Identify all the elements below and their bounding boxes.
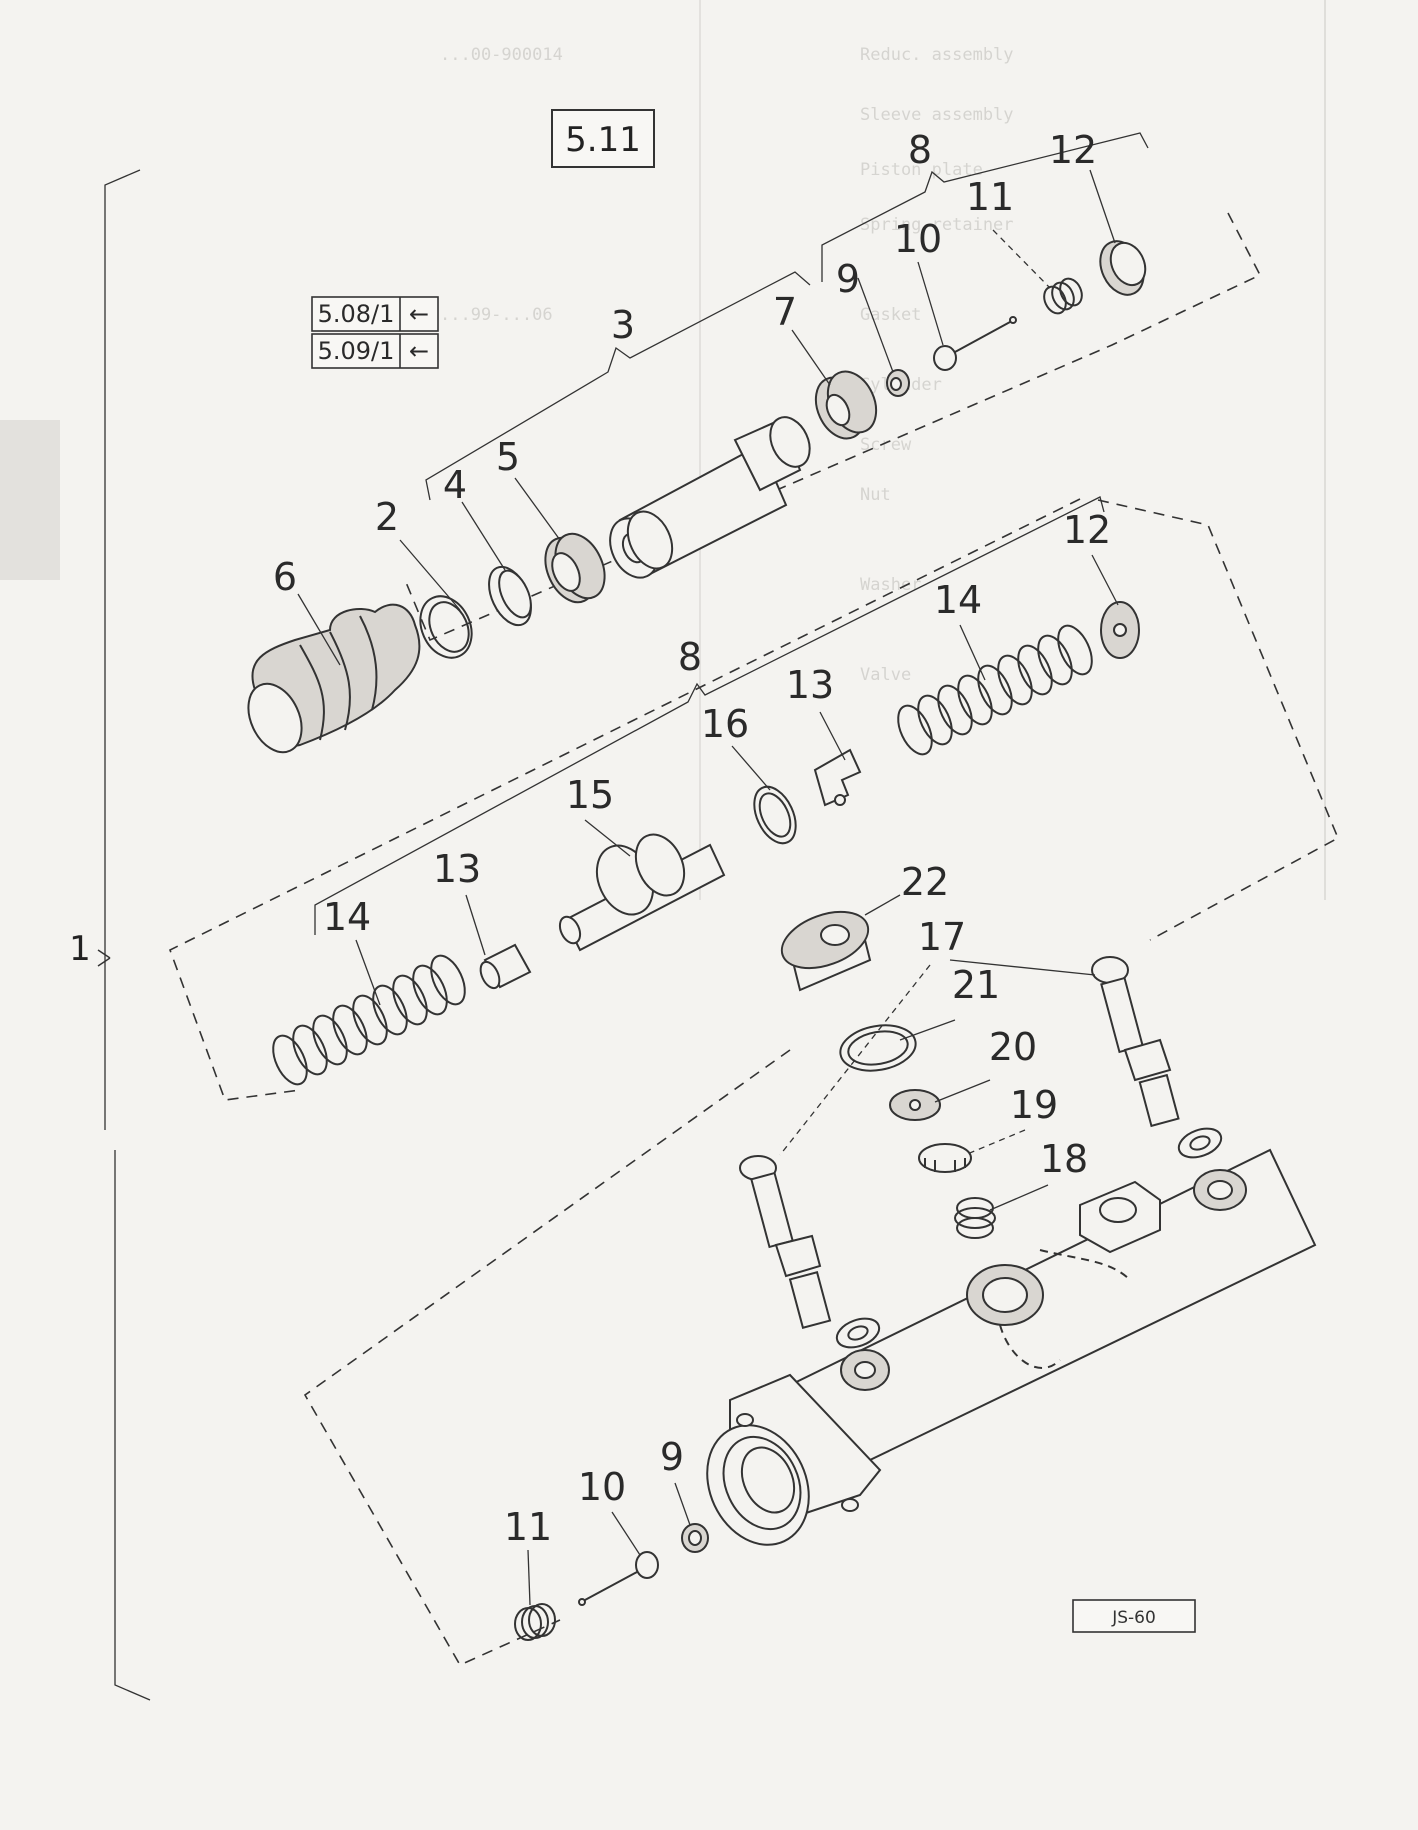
label-5: 5 [496, 435, 520, 479]
svg-text:Piston plate: Piston plate [860, 160, 983, 180]
cross-ref-label: 5.08/1 [318, 300, 395, 328]
label-18: 18 [1040, 1137, 1088, 1181]
svg-text:...99-...06: ...99-...06 [440, 305, 553, 325]
label-8-upper: 8 [908, 128, 932, 172]
cap-part-lower [1100, 601, 1140, 659]
label-6: 6 [273, 555, 297, 599]
svg-text:Reduc. assembly: Reduc. assembly [860, 45, 1014, 65]
label-19: 19 [1010, 1083, 1058, 1127]
valve-stem-part-lower [578, 1551, 659, 1606]
bleed-screw-part-left [739, 1155, 832, 1329]
kit-outline-middle [169, 498, 1340, 1101]
inner-piston-part [558, 833, 726, 952]
bleed-through-text: Reduc. assembly Sleeve assembly Piston p… [440, 0, 1326, 900]
seal-ring-part [753, 785, 797, 845]
circlip-part [419, 595, 473, 659]
label-15: 15 [566, 773, 614, 817]
check-cage-part [918, 1143, 972, 1173]
brace-3 [425, 271, 811, 501]
nut-part-lower [681, 1523, 709, 1553]
assembly-marker: 1 [69, 929, 91, 969]
drawing-code: JS-60 [1111, 1608, 1156, 1628]
washer-part-right [1177, 1127, 1223, 1159]
washer-part-left [835, 1317, 881, 1349]
gasket-part [839, 1024, 917, 1072]
label-10-lower: 10 [578, 1465, 626, 1509]
brace-8-upper [821, 132, 1149, 282]
label-11-upper: 11 [966, 175, 1014, 219]
label-7: 7 [773, 290, 797, 334]
boot-part [247, 603, 421, 754]
cup-part [814, 370, 878, 440]
spring-part-lower [272, 954, 466, 1086]
cross-ref-box-1[interactable]: 5.08/1 ← [311, 296, 439, 332]
valve-stem-part-upper [933, 316, 1017, 371]
kit-outline-upper [404, 212, 1262, 642]
fold-shadow [0, 420, 60, 580]
label-10-upper: 10 [894, 217, 942, 261]
label-11-lower: 11 [504, 1505, 552, 1549]
spring-part-middle [897, 624, 1093, 756]
svg-text:Screw: Screw [860, 435, 912, 455]
label-17: 17 [918, 915, 966, 959]
svg-text:Washer: Washer [860, 575, 921, 595]
leader-lines [297, 169, 1119, 1606]
svg-text:Sleeve assembly: Sleeve assembly [860, 105, 1014, 125]
drawing-code-box: JS-60 [1072, 1599, 1196, 1633]
bleed-screw-part-right [1091, 956, 1180, 1128]
svg-text:...00-900014: ...00-900014 [440, 45, 563, 65]
kit-outline-lower [303, 1049, 791, 1667]
label-8-middle: 8 [678, 635, 702, 679]
label-3: 3 [611, 303, 635, 347]
nut-part-upper [886, 369, 910, 397]
label-12-upper: 12 [1049, 128, 1097, 172]
label-13-lower: 13 [433, 847, 481, 891]
cross-ref-box-2[interactable]: 5.09/1 ← [311, 333, 439, 369]
label-16: 16 [701, 702, 749, 746]
svg-text:Gasket: Gasket [860, 305, 921, 325]
label-13-middle: 13 [786, 663, 834, 707]
arrow-left-icon: ← [409, 337, 429, 365]
cross-ref-label: 5.09/1 [318, 337, 395, 365]
svg-text:Valve: Valve [860, 665, 911, 685]
brace-8-middle [314, 496, 1105, 935]
label-22: 22 [901, 860, 949, 904]
part-labels: 6 2 4 5 3 7 8 9 10 11 12 12 14 8 13 16 1… [273, 128, 1111, 1549]
valve-spring-part-lower [514, 1603, 556, 1641]
label-9-upper: 9 [836, 257, 860, 301]
cap-part-upper [1099, 240, 1147, 296]
assembly-bracket: 1 [69, 169, 151, 1701]
piston-part [609, 416, 811, 579]
label-14-lower: 14 [323, 895, 371, 939]
figure-number-box: 5.11 [551, 109, 655, 168]
label-20: 20 [989, 1025, 1037, 1069]
svg-text:Nut: Nut [860, 485, 891, 505]
plug-part [780, 910, 872, 992]
arrow-left-icon: ← [409, 300, 429, 328]
label-9-lower: 9 [660, 1435, 684, 1479]
seal-part [544, 532, 606, 604]
retainer-part-middle [813, 748, 862, 807]
check-disc-part [889, 1089, 941, 1121]
label-4: 4 [443, 463, 467, 507]
cylinder-body-part [706, 1148, 1317, 1546]
label-2: 2 [375, 495, 399, 539]
check-spring-part [954, 1197, 996, 1239]
label-14-middle: 14 [934, 578, 982, 622]
ring-part [488, 565, 532, 627]
svg-text:Spring retainer: Spring retainer [860, 215, 1014, 235]
figure-number: 5.11 [565, 120, 641, 160]
label-21: 21 [952, 963, 1000, 1007]
label-12-lower: 12 [1063, 508, 1111, 552]
retainer-part-lower [479, 943, 532, 990]
spring-part-upper [1043, 277, 1083, 315]
